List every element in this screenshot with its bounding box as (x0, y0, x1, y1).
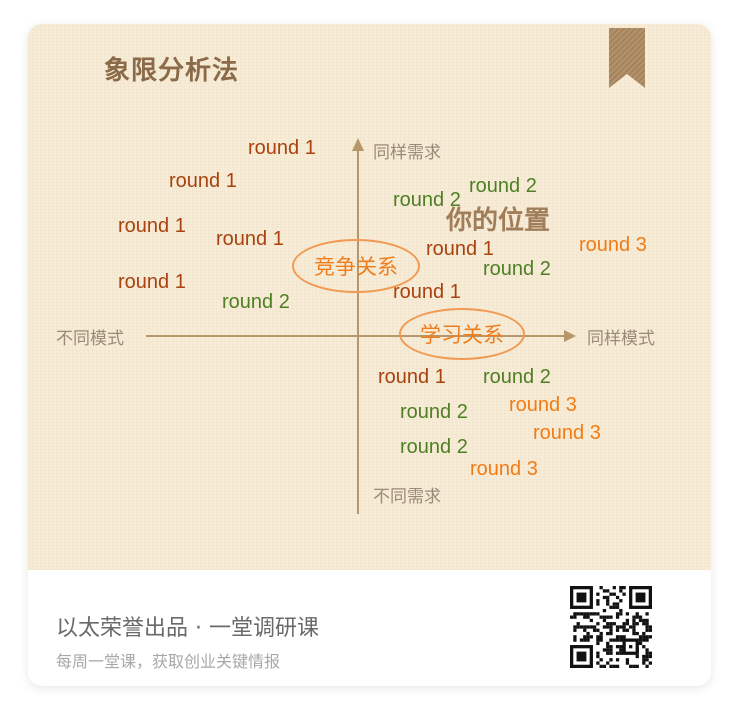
diagram-canvas: 象限分析法 同样需求 不同需求 不同模式 同样模式 你的位置 round 1 r… (28, 24, 711, 570)
qr-code-icon[interactable] (570, 586, 652, 668)
round-label: round 1 (169, 170, 237, 192)
round-label: round 1 (118, 215, 186, 237)
round-label: round 2 (222, 291, 290, 313)
round-label: round 1 (216, 228, 284, 250)
round-label: round 2 (483, 366, 551, 388)
round-label: round 1 (393, 281, 461, 303)
round-label: round 3 (533, 422, 601, 444)
round-label: round 3 (579, 234, 647, 256)
axis-label-bottom: 不同需求 (373, 487, 441, 507)
axis-label-left: 不同模式 (56, 329, 124, 349)
axis-label-right: 同样模式 (587, 329, 655, 349)
round-label: round 3 (509, 394, 577, 416)
round-label: round 2 (469, 175, 537, 197)
competition-oval-label: 竞争关系 (314, 255, 398, 279)
round-label: round 2 (393, 189, 461, 211)
quadrant-axes (146, 138, 576, 514)
footer-title: 以太荣誉出品 · 一堂调研课 (56, 616, 319, 641)
learning-oval: 学习关系 (399, 308, 525, 360)
round-label: round 1 (118, 271, 186, 293)
footer-subtitle: 每周一堂课，获取创业关键情报 (56, 652, 281, 671)
round-label: round 2 (400, 436, 468, 458)
round-label: round 2 (483, 258, 551, 280)
bookmark-icon[interactable] (609, 28, 645, 88)
round-label: round 2 (400, 401, 468, 423)
round-label: round 1 (378, 366, 446, 388)
round-label: round 1 (426, 238, 494, 260)
learning-oval-label: 学习关系 (420, 323, 504, 347)
axis-label-top: 同样需求 (373, 143, 441, 163)
competition-oval: 竞争关系 (292, 239, 420, 293)
page-title: 象限分析法 (104, 56, 240, 86)
footer: 以太荣誉出品 · 一堂调研课 每周一堂课，获取创业关键情报 (28, 570, 711, 686)
round-label: round 1 (248, 137, 316, 159)
round-label: round 3 (470, 458, 538, 480)
your-position-label: 你的位置 (446, 206, 551, 236)
card: 象限分析法 同样需求 不同需求 不同模式 同样模式 你的位置 round 1 r… (28, 24, 711, 686)
